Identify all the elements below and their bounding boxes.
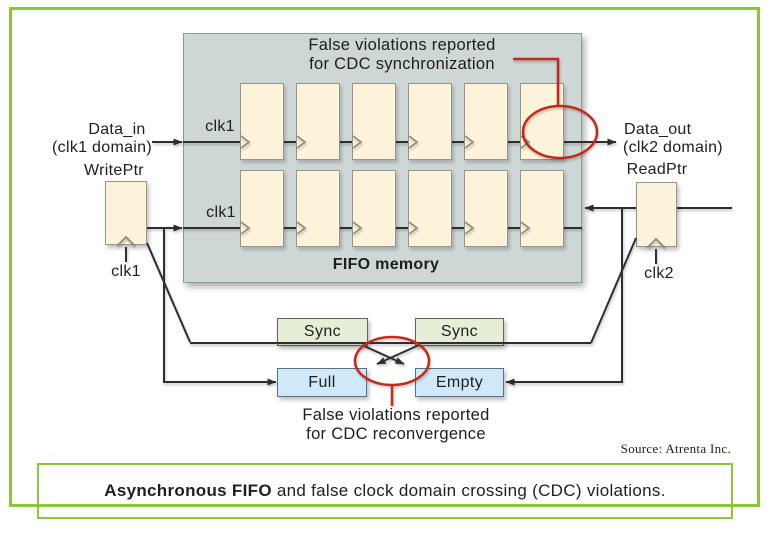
writeptr-register (105, 181, 147, 245)
data-in-domain-label: (clk1 domain) (52, 139, 152, 156)
data-out-label: Data_out (624, 121, 692, 138)
top-callout-text: False violations reported for CDC synchr… (308, 36, 495, 74)
sync-box-right: Sync (415, 318, 504, 346)
readptr-clock-label: clk2 (644, 265, 674, 282)
source-credit: Source: Atrenta Inc. (620, 441, 731, 456)
sync-left-label: Sync (303, 323, 342, 340)
top-callout-line2: for CDC synchronization (309, 55, 495, 73)
data-out-domain-label: (clk2 domain) (623, 139, 723, 156)
fifo-memory-title: FIFO memory (332, 256, 440, 273)
caption-rest: and false clock domain crossing (CDC) vi… (271, 481, 666, 500)
readptr-register (636, 182, 677, 247)
caption-box: Asynchronous FIFO and false clock domain… (37, 463, 733, 519)
sync-box-left: Sync (277, 318, 368, 346)
caption-text: Asynchronous FIFO and false clock domain… (104, 481, 665, 501)
top-callout-line1: False violations reported (308, 36, 496, 54)
caption-bold: Asynchronous FIFO (104, 481, 272, 500)
empty-label: Empty (435, 373, 484, 391)
fifo-row2-clock-label: clk1 (206, 204, 236, 221)
writeptr-label: WritePtr (84, 162, 144, 179)
sync-right-label: Sync (440, 323, 479, 340)
readptr-label: ReadPtr (626, 161, 688, 178)
bottom-callout-line2: for CDC reconvergence (306, 425, 486, 443)
full-flag-box: Full (277, 368, 367, 397)
outer-border (9, 7, 760, 507)
full-label: Full (308, 373, 336, 391)
data-in-label: Data_in (88, 121, 146, 138)
writeptr-clock-label: clk1 (111, 263, 141, 280)
bottom-callout-line1: False violations reported (302, 406, 490, 424)
bottom-callout-text: False violations reported for CDC reconv… (302, 406, 489, 444)
fifo-row1-clock-label: clk1 (205, 118, 235, 135)
empty-flag-box: Empty (415, 368, 504, 397)
